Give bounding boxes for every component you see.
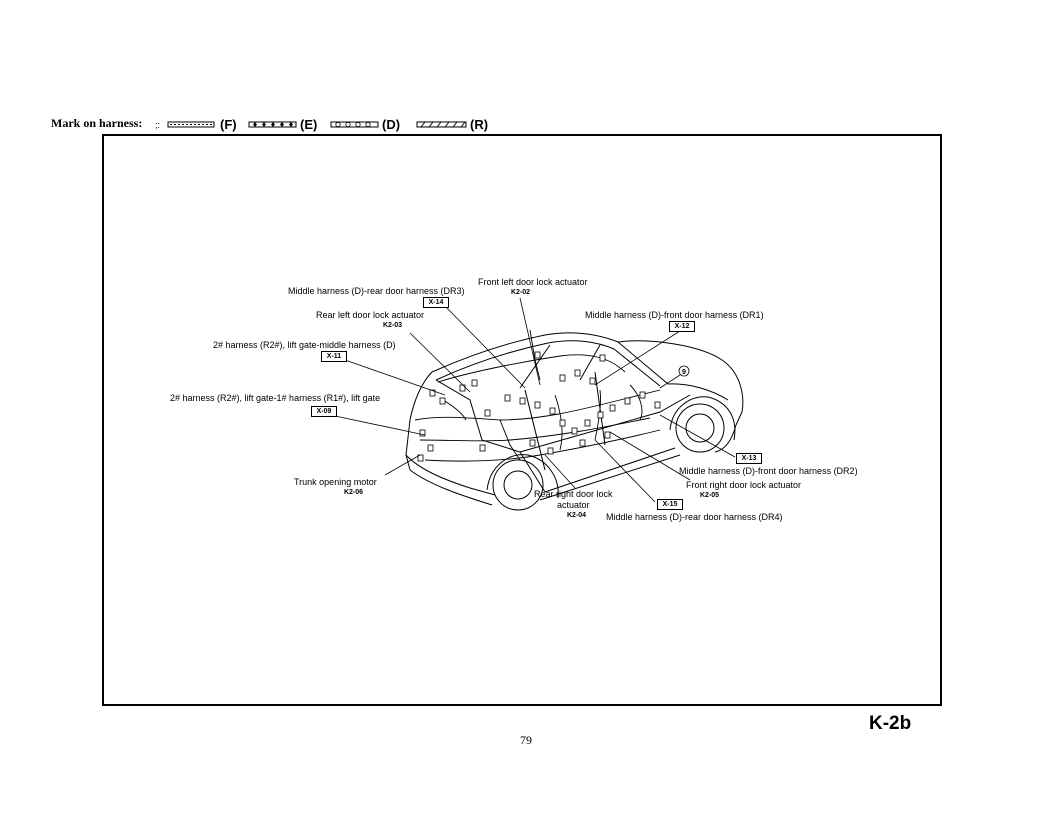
rear-wheel-hub [503,470,533,500]
legend-item-f: ;: (F) [154,117,237,133]
code-k2-05: K2-05 [700,492,720,499]
leader-c2 [444,305,526,389]
marker-9-label: 9 [682,369,686,376]
callout-middle-harness-rear-door-dr3: Middle harness (D)-rear door harness (DR… [288,286,465,296]
svg-text:;:: ;: [155,120,160,130]
page-number: 79 [520,733,532,747]
legend-pattern-dashed-fill: ;: [155,120,215,130]
callout-rear-left-door-lock-actuator: Rear left door lock actuator [316,310,425,320]
callout-rear-right-door-lock-line-2: actuator [557,500,590,510]
diagram-frame [102,134,942,706]
frame-notches [102,555,942,645]
leader-c5 [344,359,446,396]
tag-x-15: X-15 [657,499,683,510]
connectors [417,351,661,462]
callout-middle-harness-front-door-dr1: Middle harness (D)-front door harness (D… [585,310,764,320]
front-wheel-arch [669,396,736,441]
tag-x-09: X-09 [311,406,337,417]
code-k2-03: K2-03 [383,322,403,329]
leader-c6 [334,415,426,436]
leader-marker-9 [659,374,681,389]
tag-x-13: X-13 [736,453,762,464]
tag-x-14: X-14 [423,297,449,308]
callout-2-harness-lift-gate-middle-harness: 2# harness (R2#), lift gate-middle harne… [213,340,396,350]
leader-c11 [594,439,656,503]
callout-middle-harness-rear-door-dr4: Middle harness (D)-rear door harness (DR… [606,512,783,522]
callout-rear-right-door-lock-line-1: Rear right door lock [534,489,613,499]
legend-code-d: (D) [382,117,401,132]
legend-item-e: (E) [248,117,317,133]
car-outline [405,332,744,506]
callout-trunk-opening-motor: Trunk opening motor [294,477,377,487]
legend-code-r: (R) [470,117,489,132]
tag-x-12: X-12 [669,321,695,332]
code-k2-02: K2-02 [511,289,531,296]
legend-item-d: (D) [330,117,400,133]
rear-wheel [492,459,544,511]
wheels [486,396,736,511]
code-k2-06: K2-06 [344,489,364,496]
legend-pattern-diamonds [248,121,297,128]
front-wheel [675,403,725,453]
harness-mark-legend-title: Mark on harness: [51,116,143,130]
legend-pattern-circles [330,121,379,128]
leader-c10 [609,431,691,481]
leader-c3 [409,332,471,393]
wiring-harness [414,329,661,462]
code-k2-04: K2-04 [567,512,587,519]
legend-pattern-hatched [416,121,467,128]
callout-middle-harness-front-door-dr2: Middle harness (D)-front door harness (D… [679,466,858,476]
legend-item-r: (R) [416,117,488,133]
legend-code-f: (F) [220,117,237,132]
front-wheel-hub [685,413,715,443]
leader-lines [334,297,736,503]
page-section-label: K-2b [869,713,912,734]
legend-code-e: (E) [300,117,318,132]
tag-x-11: X-11 [321,351,347,362]
leader-c9 [659,414,736,458]
callout-front-left-door-lock-actuator: Front left door lock actuator [478,277,588,287]
marker-9-circle [678,365,690,377]
callout-2-harness-lift-gate-1-harness: 2# harness (R2#), lift gate-1# harness (… [170,393,381,403]
leader-c1 [519,297,541,386]
rear-wheel-arch [486,454,559,499]
leader-c4 [594,330,681,386]
callout-front-right-door-lock-actuator: Front right door lock actuator [686,480,802,490]
leader-c7 [384,454,421,476]
leader-c8 [544,454,576,489]
